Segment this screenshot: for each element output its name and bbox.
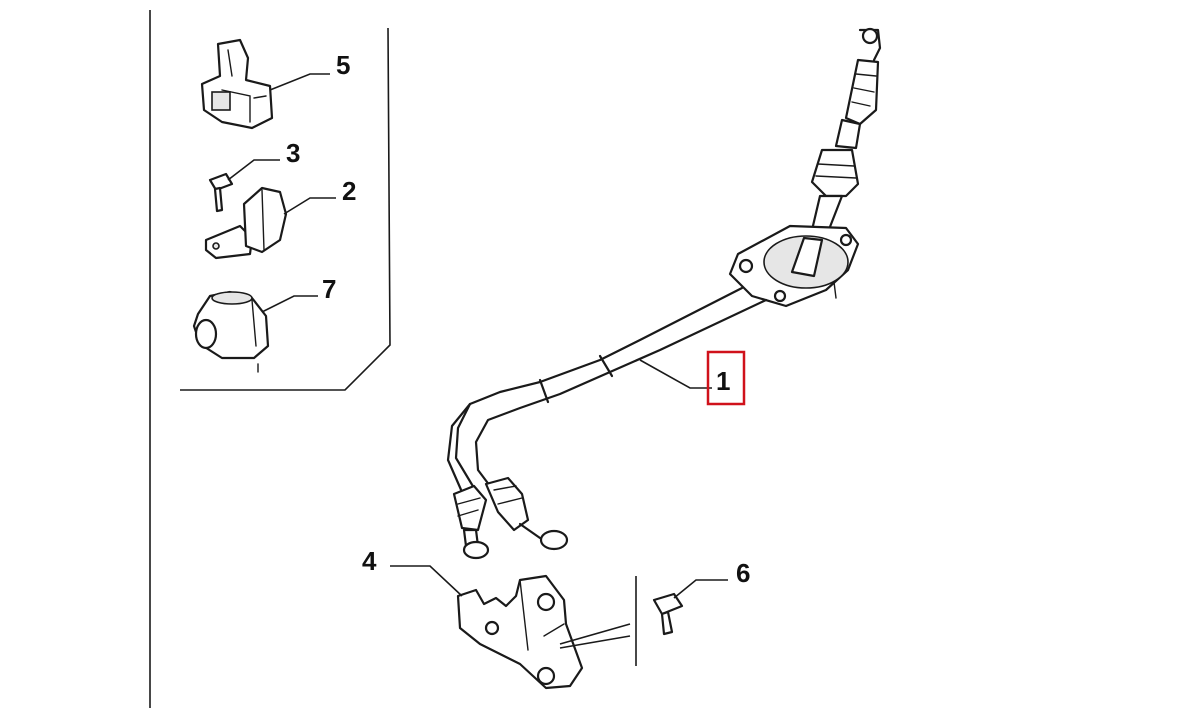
callout-1-highlight-box [706, 350, 746, 406]
callout-5: 5 [336, 50, 350, 80]
part-3-bolt[interactable] [208, 172, 234, 213]
callout-6: 6 [736, 558, 750, 588]
part-2-bracket[interactable] [204, 186, 288, 260]
callout-7: 7 [322, 274, 336, 304]
callout-2: 2 [342, 176, 356, 206]
part-5-clip[interactable] [200, 38, 274, 130]
callout-1: 1 [716, 366, 730, 396]
callout-3: 3 [286, 138, 300, 168]
inset-frame [149, 10, 391, 708]
part-7-mount[interactable] [192, 290, 270, 373]
part-4-bracket[interactable] [390, 565, 631, 690]
callout-4: 4 [362, 546, 377, 576]
part-6-bolt[interactable] [635, 576, 728, 666]
inset-leaders [227, 73, 336, 313]
part-1-shift-cable[interactable] [446, 27, 882, 560]
